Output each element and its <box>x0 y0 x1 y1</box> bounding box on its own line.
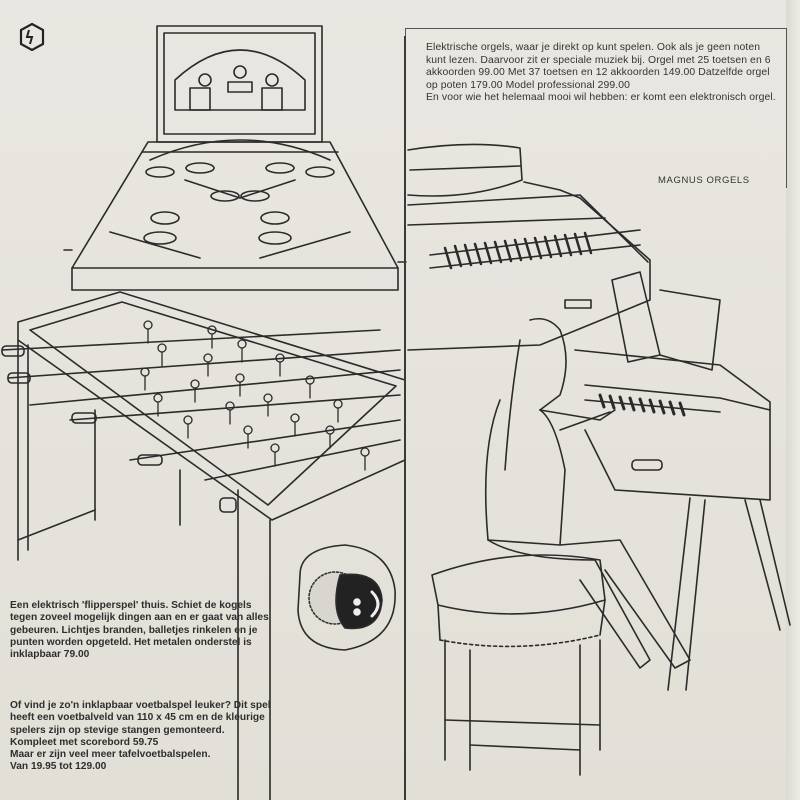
foosball-description: Of vind je zo'n inklapbaar voetbalspel l… <box>10 700 272 774</box>
column-divider <box>404 36 406 800</box>
foosball-paragraph: Of vind je zo'n inklapbaar voetbalspel l… <box>10 700 271 736</box>
foosball-price-range: Van 19.95 tot 129.00 <box>10 761 107 773</box>
pinball-paragraph: Een elektrisch 'flipperspel' thuis. Schi… <box>10 600 269 661</box>
page-edge <box>786 0 800 800</box>
foosball-more-games: Maar er zijn veel meer tafelvoetbalspele… <box>10 749 211 761</box>
foosball-table-illustration <box>1 291 406 800</box>
brand-label: MAGNUS ORGELS <box>658 175 750 186</box>
organ-paragraph-2: En voor wie het helemaal mooi wil hebben… <box>426 92 776 104</box>
girl-playing-organ-illustration <box>431 271 791 776</box>
hexagon-logo-icon <box>19 22 45 52</box>
toy-face-illustration <box>297 544 396 651</box>
organ-description: Elektrische orgels, waar je direkt op ku… <box>426 42 782 105</box>
pinball-description: Een elektrisch 'flipperspel' thuis. Schi… <box>10 600 272 661</box>
organ-paragraph-1: Elektrische orgels, waar je direkt op ku… <box>426 42 771 91</box>
electric-organ-illustration <box>407 143 651 351</box>
foosball-price-complete: Kompleet met scorebord 59.75 <box>10 736 159 748</box>
pinball-machine-illustration <box>63 25 407 291</box>
